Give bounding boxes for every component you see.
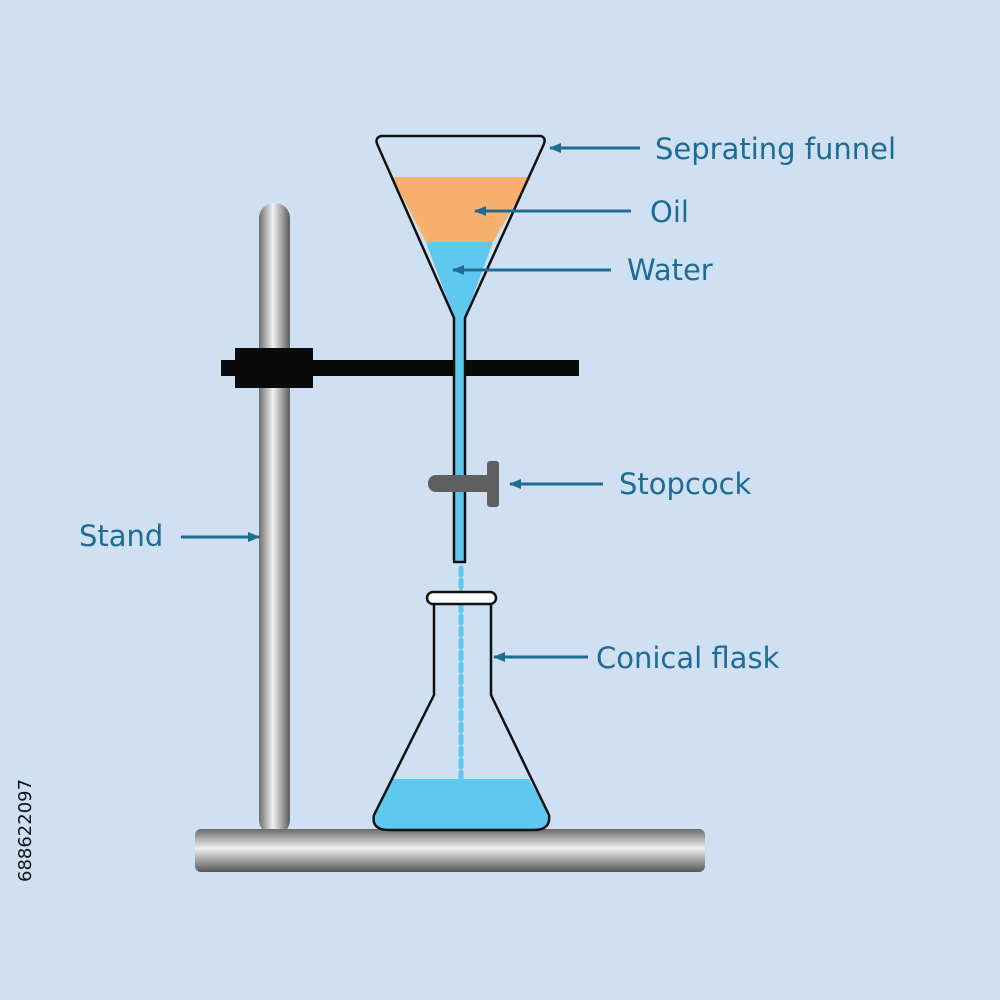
water-layer-funnel bbox=[426, 242, 493, 318]
label-water: Water bbox=[627, 253, 713, 287]
label-separating-funnel: Seprating funnel bbox=[655, 132, 896, 166]
clamp bbox=[221, 348, 579, 388]
label-conical-flask: Conical flask bbox=[596, 641, 780, 675]
stock-image-id: 688622097 bbox=[15, 779, 36, 882]
conical-flask bbox=[372, 604, 551, 832]
label-stopcock: Stopcock bbox=[619, 467, 752, 501]
stand-rod bbox=[259, 203, 290, 835]
flask-rim bbox=[425, 590, 498, 606]
label-stand: Stand bbox=[79, 519, 163, 553]
stopcock bbox=[428, 461, 499, 507]
flask-water bbox=[373, 779, 550, 830]
oil-layer bbox=[392, 177, 531, 242]
stand-base bbox=[195, 829, 705, 872]
separating-funnel bbox=[375, 134, 546, 564]
label-oil: Oil bbox=[650, 195, 689, 229]
funnel-stem-water bbox=[455, 318, 465, 561]
